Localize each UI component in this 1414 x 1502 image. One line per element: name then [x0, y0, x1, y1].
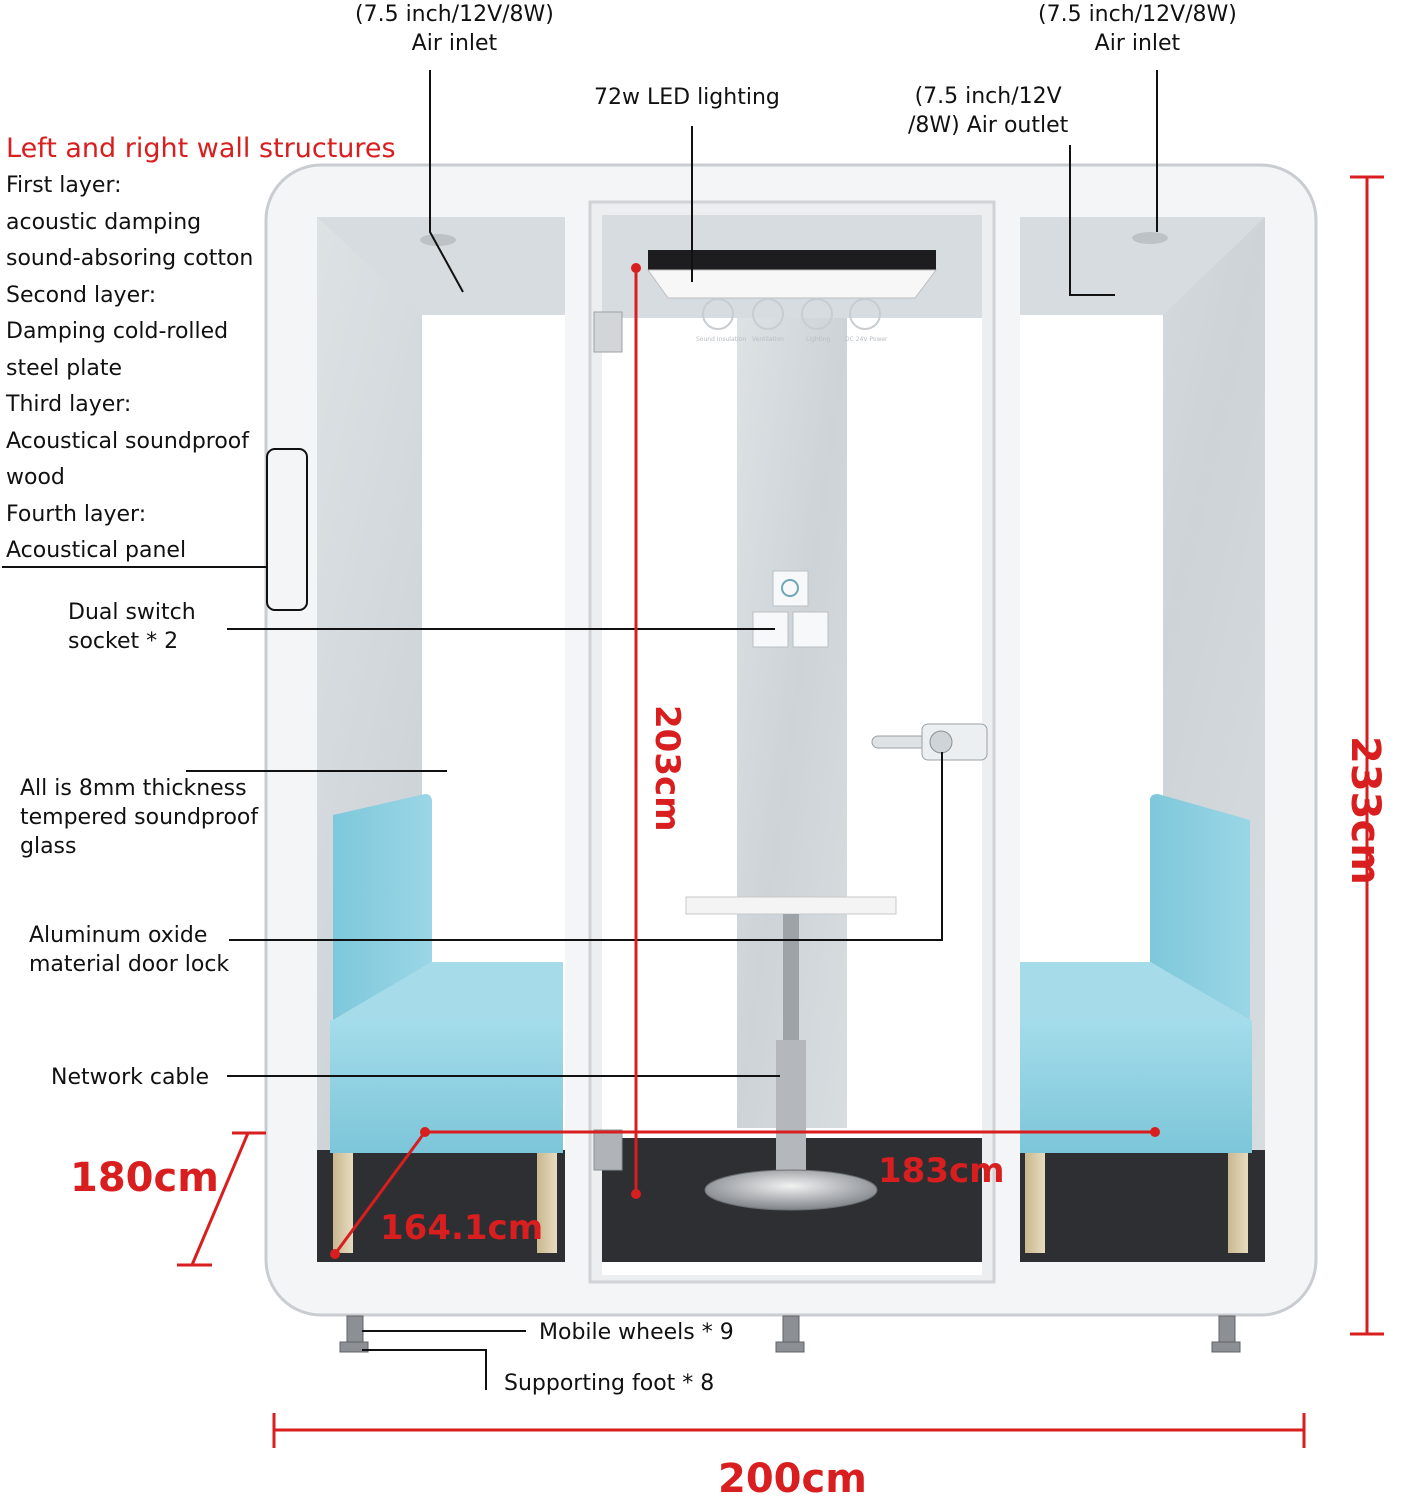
dual-switch-label: Dual switch socket * 2 — [68, 600, 196, 654]
table — [685, 896, 897, 1211]
interior-height-dimension: 203cm — [647, 705, 687, 832]
top-hinge — [593, 311, 623, 353]
switch-panel — [752, 570, 829, 648]
network-cable-label: Network cable — [51, 1065, 210, 1090]
feet — [339, 1315, 1241, 1353]
icon-label-ventilation: Ventilation — [752, 336, 784, 343]
mobile-wheels-label: Mobile wheels * 9 — [539, 1320, 734, 1345]
ceiling-icon-labels: Sound Insulation Ventilation Lighting DC… — [696, 336, 888, 343]
wall-layer-line: Third layer: — [6, 392, 132, 417]
wall-layer-line: Damping cold-rolled — [6, 319, 229, 344]
interior-diagonal-dimension: 164.1cm — [380, 1208, 544, 1248]
leader-lines — [2, 70, 1158, 1390]
icon-label-power: DC 24V Power — [845, 336, 888, 343]
wall-callout-box — [266, 448, 308, 611]
dimension-dots — [330, 263, 1160, 1259]
wall-layer-line: First layer: — [6, 173, 122, 198]
wall-layer-list: First layer: acoustic damping sound-abso… — [6, 168, 253, 570]
dimension-lines — [177, 175, 1384, 1448]
wall-layer-line: Acoustical soundproof — [6, 428, 250, 454]
wall-layer-line: sound-absoring cotton — [6, 246, 254, 271]
air-outlet-label: (7.5 inch/12V /8W) Air outlet — [908, 84, 1069, 138]
wall-layer-line: wood — [6, 465, 65, 490]
right-vent — [1132, 232, 1168, 244]
wall-layer-line: Fourth layer: — [6, 501, 147, 527]
air-inlet-left-label: (7.5 inch/12V/8W) Air inlet — [355, 2, 554, 56]
depth-dimension: 180cm — [70, 1155, 219, 1201]
width-dimension: 200cm — [718, 1456, 867, 1502]
bottom-hinge — [593, 1129, 623, 1171]
wall-layer-line: acoustic damping — [6, 209, 202, 235]
door-lock-label: Aluminum oxide material door lock — [29, 923, 230, 977]
wall-layer-line: Second layer: — [6, 282, 157, 308]
left-compartment — [317, 217, 565, 1262]
left-vent — [420, 234, 456, 246]
wall-structure-title: Left and right wall structures — [6, 133, 396, 164]
door-handle — [871, 723, 988, 761]
icon-label-sound: Sound Insulation — [696, 336, 746, 343]
wall-layer-line: steel plate — [6, 355, 122, 381]
led-light — [647, 250, 937, 299]
interior-width-dimension: 183cm — [878, 1151, 1005, 1191]
ceiling-icons — [702, 298, 881, 330]
wall-layer-line: Acoustical panel — [6, 538, 187, 563]
led-lighting-label: 72w LED lighting — [594, 85, 780, 110]
air-inlet-right-label: (7.5 inch/12V/8W) Air inlet — [1038, 2, 1237, 56]
icon-label-lighting: Lighting — [806, 336, 830, 343]
height-dimension: 233cm — [1342, 736, 1388, 885]
supporting-foot-label: Supporting foot * 8 — [504, 1371, 715, 1396]
glass-label: All is 8mm thickness tempered soundproof… — [20, 776, 259, 859]
